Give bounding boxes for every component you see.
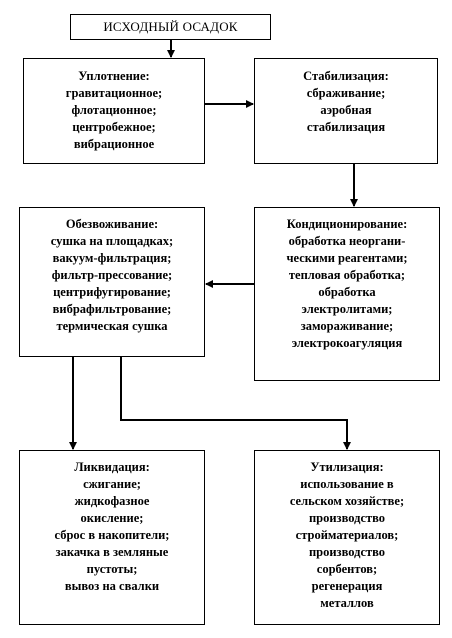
stabilization-line: аэробная (320, 103, 372, 117)
utilization-line: сельском хозяйстве; (289, 494, 405, 508)
stabilization-line: стабилизация (306, 120, 386, 134)
compaction-title: Уплотнение: (78, 69, 150, 83)
utilization-line: регенерация (311, 579, 383, 593)
liquidation-line: сжигание; (83, 477, 141, 491)
conditioning-title: Кондиционирование: (286, 217, 408, 231)
stabilization-box: Стабилизация: сбраживание; аэробная стаб… (254, 58, 438, 164)
conditioning-line: обработка неоргани- (288, 234, 406, 248)
utilization-line: металлов (320, 596, 374, 610)
stabilization-title: Стабилизация: (303, 69, 389, 83)
conditioning-line: замораживание; (300, 319, 394, 333)
arrow-dewatering-to-utilization (120, 357, 351, 450)
conditioning-line: тепловая обработка; (288, 268, 406, 282)
compaction-line: вибрационное (73, 137, 155, 151)
compaction-line: гравитационное; (65, 86, 163, 100)
dewatering-line: вибрафильтрование; (52, 302, 172, 316)
utilization-line: сорбентов; (316, 562, 378, 576)
dewatering-line: вакуум-фильтрация; (52, 251, 172, 265)
source-sludge-box: ИСХОДНЫЙ ОСАДОК (70, 14, 271, 40)
compaction-line: флотационное; (71, 103, 157, 117)
liquidation-line: окисление; (80, 511, 144, 525)
liquidation-line: вывоз на свалки (64, 579, 160, 593)
conditioning-line: электролитами; (301, 302, 393, 316)
liquidation-line: жидкофазное (74, 494, 150, 508)
liquidation-line: пустоты; (86, 562, 138, 576)
utilization-box: Утилизация: использование в сельском хоз… (254, 450, 440, 625)
dewatering-line: фильтр-прессование; (51, 268, 173, 282)
dewatering-box: Обезвоживание: сушка на площадках; вакуу… (19, 207, 205, 357)
utilization-line: стройматериалов; (295, 528, 399, 542)
utilization-title: Утилизация: (310, 460, 384, 474)
stabilization-line: сбраживание; (306, 86, 386, 100)
compaction-box: Уплотнение: гравитационное; флотационное… (23, 58, 205, 164)
conditioning-box: Кондиционирование: обработка неоргани- ч… (254, 207, 440, 381)
dewatering-line: центрифугирование; (53, 285, 171, 299)
dewatering-line: термическая сушка (56, 319, 168, 333)
utilization-line: производство (308, 511, 386, 525)
liquidation-line: закачка в земляные (55, 545, 169, 559)
conditioning-line: ческими реагентами; (286, 251, 408, 265)
source-sludge-label: ИСХОДНЫЙ ОСАДОК (103, 19, 238, 34)
utilization-line: производство (308, 545, 386, 559)
conditioning-line: электрокоагуляция (291, 336, 403, 350)
liquidation-title: Ликвидация: (74, 460, 150, 474)
dewatering-title: Обезвоживание: (65, 217, 159, 231)
conditioning-line: обработка (318, 285, 376, 299)
liquidation-line: сброс в накопители; (54, 528, 170, 542)
utilization-line: использование в (300, 477, 394, 491)
compaction-line: центробежное; (72, 120, 156, 134)
dewatering-line: сушка на площадках; (50, 234, 174, 248)
liquidation-box: Ликвидация: сжигание; жидкофазное окисле… (19, 450, 205, 625)
